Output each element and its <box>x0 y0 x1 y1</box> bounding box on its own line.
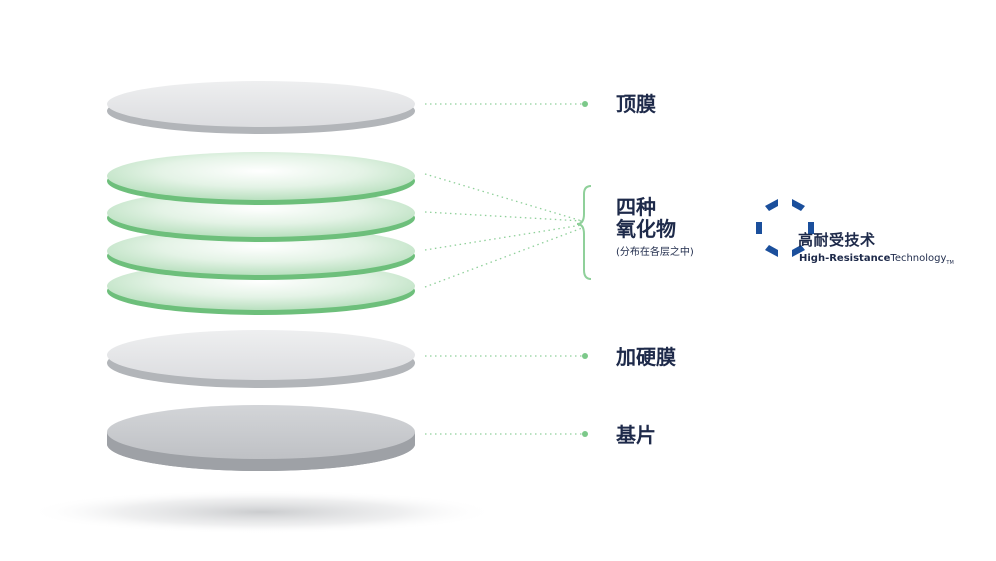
ground-shadow <box>27 490 497 534</box>
substrate-dot <box>582 431 588 437</box>
oxide-disc-1 <box>107 152 415 205</box>
logo-name-cn: 高耐受技术 <box>798 231 876 249</box>
oxide-connector-4 <box>424 227 583 288</box>
oxide-disc-3 <box>107 227 415 280</box>
logo-name-en-light: Technology <box>890 253 947 264</box>
logo-name-en-bold: High-Resistance <box>799 253 891 264</box>
substrate-label: 基片 <box>616 423 656 447</box>
top-film-disc <box>107 81 415 134</box>
top-film-label: 顶膜 <box>616 92 656 116</box>
oxide-connector-1 <box>424 173 583 222</box>
logo-name-en: High-ResistanceTechnologyTM <box>799 253 954 266</box>
hard-coat-dot <box>582 353 588 359</box>
oxide-title-line2: 氧化物 <box>616 217 676 241</box>
oxide-title-line1: 四种 <box>616 195 656 219</box>
oxide-label-group: 四种 氧化物 (分布在各层之中) <box>616 196 694 260</box>
hard-coat-label: 加硬膜 <box>616 345 676 369</box>
oxide-connector-3 <box>424 224 583 251</box>
logo-trademark: TM <box>946 260 954 266</box>
hexagon-bracket-icon <box>756 199 814 257</box>
oxide-note: (分布在各层之中) <box>616 247 694 258</box>
oxide-brace <box>576 185 592 280</box>
substrate-disc <box>107 405 415 471</box>
top-film-dot <box>582 101 588 107</box>
hard-coat-disc <box>107 330 415 388</box>
oxide-connector-2 <box>424 211 583 222</box>
